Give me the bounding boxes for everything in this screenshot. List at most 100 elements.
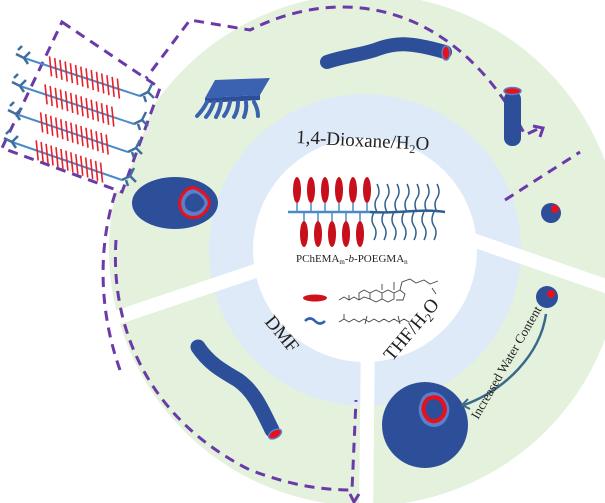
lamella-red-mesogen bbox=[84, 157, 89, 178]
lamella-red-mesogen bbox=[100, 132, 104, 153]
oeg-chain-up bbox=[414, 183, 420, 213]
cholesteryl-ellipse bbox=[363, 177, 371, 203]
ellipsoidal-vesicle bbox=[132, 177, 218, 229]
dashed-line-inner-right bbox=[504, 150, 581, 202]
dmf-worm-cylinder bbox=[190, 339, 283, 440]
legend bbox=[303, 278, 439, 325]
lamella-red-mesogen bbox=[60, 119, 64, 140]
cholesteryl-ellipse bbox=[314, 221, 322, 247]
lamella-red-mesogen bbox=[99, 162, 104, 183]
large-compound-sphere bbox=[382, 382, 468, 468]
lamella-brush-right bbox=[139, 83, 155, 103]
dashed-arc-bottom bbox=[113, 239, 358, 492]
lamella-red-mesogen bbox=[95, 101, 100, 122]
cholesteryl-ellipse bbox=[335, 177, 343, 203]
lamella-red-mesogen bbox=[85, 97, 89, 119]
dashed-arrow-bottom bbox=[348, 493, 361, 503]
lamellar-chains bbox=[3, 45, 155, 187]
lamella-red-mesogen bbox=[79, 155, 84, 176]
lamella-red-mesogen bbox=[95, 71, 100, 92]
rod-cylinder bbox=[503, 86, 522, 146]
oeg-structure bbox=[338, 314, 410, 325]
lamella-red-mesogen bbox=[65, 120, 69, 141]
lamella-red-mesogen bbox=[90, 69, 95, 91]
lamella-red-mesogen bbox=[39, 112, 44, 133]
lamella-red-mesogen bbox=[89, 159, 94, 180]
separator-right bbox=[447, 225, 605, 305]
small-micelle-top bbox=[541, 203, 561, 223]
lamella-red-mesogen bbox=[94, 160, 99, 181]
lamella-red-mesogen bbox=[80, 96, 84, 117]
lamella-red-mesogen bbox=[65, 150, 69, 171]
cholesteryl-ellipse bbox=[293, 177, 301, 203]
lamella-red-mesogen bbox=[69, 63, 74, 84]
lamella-red-mesogen bbox=[54, 117, 59, 138]
legend-blue-wave-icon bbox=[304, 317, 326, 325]
dashed-arrow-right bbox=[532, 124, 545, 138]
water-content-arrow bbox=[460, 313, 548, 410]
oeg-chain-down bbox=[401, 211, 407, 241]
lamella-red-mesogen bbox=[116, 78, 121, 99]
lamella-red-mesogen bbox=[44, 84, 48, 105]
lamella-brush-right bbox=[121, 167, 137, 187]
lamella-red-mesogen bbox=[59, 89, 64, 110]
oeg-chain-up bbox=[384, 183, 390, 213]
lamella-red-mesogen bbox=[111, 76, 115, 97]
lamella-red-mesogen bbox=[60, 148, 64, 169]
lamella-red-mesogen bbox=[80, 125, 84, 147]
lamella-red-mesogen bbox=[69, 92, 74, 113]
poegma-backbone bbox=[369, 209, 446, 214]
cholesteryl-ellipse bbox=[356, 221, 364, 247]
lamella-red-mesogen bbox=[75, 153, 79, 175]
nanosheet bbox=[195, 78, 270, 119]
lamella-red-mesogen bbox=[64, 61, 68, 82]
cholesteryl-ellipse bbox=[328, 221, 336, 247]
lamella-red-mesogen bbox=[106, 75, 110, 96]
lamella-red-mesogen bbox=[105, 104, 110, 125]
lamella-red-mesogen bbox=[55, 147, 59, 168]
cholesteryl-ellipse bbox=[342, 221, 350, 247]
lamella-red-mesogen bbox=[85, 127, 89, 148]
lamella-red-mesogen bbox=[64, 91, 69, 112]
oeg-chain-down bbox=[411, 211, 417, 241]
lamella-red-mesogen bbox=[35, 140, 39, 161]
polymer-name-label: PChEMAm-b-POEGMAn bbox=[296, 253, 408, 266]
lamella-red-mesogen bbox=[50, 145, 54, 166]
lamella-red-mesogen bbox=[45, 143, 49, 164]
lamella-brush-right bbox=[127, 139, 143, 159]
lamella-red-mesogen bbox=[44, 113, 49, 135]
lamella-red-mesogen bbox=[80, 66, 84, 87]
cholesteryl-ellipse bbox=[349, 177, 357, 203]
lamella-red-mesogen bbox=[49, 115, 54, 136]
lamella-red-mesogen bbox=[75, 124, 79, 145]
lamella-red-mesogen bbox=[70, 152, 74, 173]
lamella-red-mesogen bbox=[110, 106, 115, 127]
lamella-red-mesogen bbox=[48, 56, 53, 77]
cholesteryl-structure bbox=[338, 278, 439, 303]
cholesteryl-ellipse bbox=[300, 221, 308, 247]
oeg-chain-up bbox=[404, 183, 410, 213]
block-copolymer-schematic bbox=[288, 177, 446, 247]
lamella-red-mesogen bbox=[49, 85, 54, 107]
oeg-chain-up bbox=[434, 183, 440, 213]
lamella-red-mesogen bbox=[105, 134, 109, 155]
oeg-chain-up bbox=[394, 183, 400, 213]
lamella-brush-left bbox=[15, 45, 31, 65]
lamella-brush-left bbox=[3, 129, 19, 149]
lamella-red-mesogen bbox=[100, 103, 105, 124]
oeg-chain-up bbox=[374, 183, 380, 213]
separator-bottom bbox=[359, 329, 375, 503]
worm-tube-top bbox=[320, 37, 452, 69]
dashed-arc-top bbox=[85, 5, 541, 371]
lamella-red-mesogen bbox=[75, 94, 79, 115]
oeg-chain-down bbox=[431, 211, 437, 241]
oeg-chain-down bbox=[381, 211, 387, 241]
legend-red-ellipse-icon bbox=[303, 294, 327, 302]
oeg-chain-down bbox=[391, 211, 397, 241]
lamella-brush-left bbox=[11, 73, 27, 93]
lamella-red-mesogen bbox=[85, 68, 89, 89]
lamellar-inset bbox=[0, 19, 162, 194]
lamella-red-mesogen bbox=[53, 57, 58, 79]
lamella-red-mesogen bbox=[59, 59, 63, 80]
